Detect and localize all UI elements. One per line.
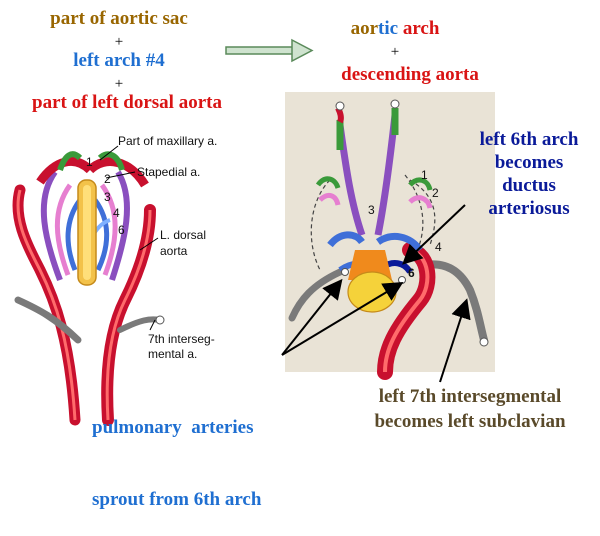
pulmonary-arrow-left: [281, 278, 343, 356]
label-interseg-1: 7th interseg-: [148, 332, 215, 346]
pulmonary-line-2: sprout from 6th arch: [92, 489, 262, 510]
right-num-2: 2: [432, 186, 439, 200]
subclavian-line-2: becomes left subclavian: [374, 411, 566, 432]
label-dorsal-2: aorta: [160, 244, 188, 258]
left-num-6: 6: [118, 223, 125, 237]
ductus-arrow: [402, 204, 466, 265]
subclavian-annotation: left 7th intersegmental becomes left sub…: [350, 384, 590, 434]
left-embryo-diagram: [12, 145, 165, 426]
label-stapedial: Stapedial a.: [137, 165, 201, 179]
left-num-1: 1: [86, 155, 93, 169]
label-dorsal-1: L. dorsal: [160, 228, 207, 242]
right-num-4: 4: [435, 240, 442, 254]
subclavian-arrow: [439, 298, 471, 383]
left-num-4: 4: [113, 206, 120, 220]
aortic-arch-title: aortic arch: [300, 18, 490, 40]
descending-aorta-label: descending aorta: [341, 64, 479, 85]
aortic-arch-part-3: arch: [402, 18, 440, 39]
left-arch-4-label: left arch #4: [73, 50, 165, 71]
pulmonary-annotation: pulmonary arteries sprout from 6th arch: [92, 368, 261, 536]
subclavian-line-1: left 7th intersegmental: [378, 386, 562, 407]
ductus-line-2: becomes: [494, 152, 564, 173]
left-dorsal-aorta-label: part of left dorsal aorta: [32, 92, 222, 113]
right-num-3: 3: [368, 203, 375, 217]
aortic-arch-part-1: aor: [350, 18, 379, 39]
plus-sign-3: +: [390, 44, 400, 60]
pulmonary-line-1: pulmonary arteries: [92, 417, 254, 438]
ductus-annotation: left 6th arch becomes ductus arteriosus: [462, 128, 596, 220]
left-num-2: 2: [104, 172, 111, 186]
pulmonary-arrow-right: [281, 281, 404, 356]
label-interseg-2: mental a.: [148, 347, 198, 361]
aortic-arch-part-2: tic: [378, 18, 399, 39]
transition-arrow: [225, 38, 314, 63]
plus-sign-1: +: [114, 34, 124, 50]
ductus-line-4: arteriosus: [488, 198, 570, 219]
ductus-line-1: left 6th arch: [479, 129, 579, 150]
right-num-1: 1: [421, 168, 428, 182]
diagram-graphics: [12, 38, 495, 426]
right-embryo-diagram: [285, 92, 495, 380]
plus-sign-2: +: [114, 76, 124, 92]
aortic-sac-label: part of aortic sac: [50, 8, 188, 29]
left-num-3: 3: [104, 190, 111, 204]
right-num-6: 6: [408, 266, 415, 280]
label-maxillary: Part of maxillary a.: [118, 134, 218, 148]
ductus-line-3: ductus: [502, 175, 556, 196]
